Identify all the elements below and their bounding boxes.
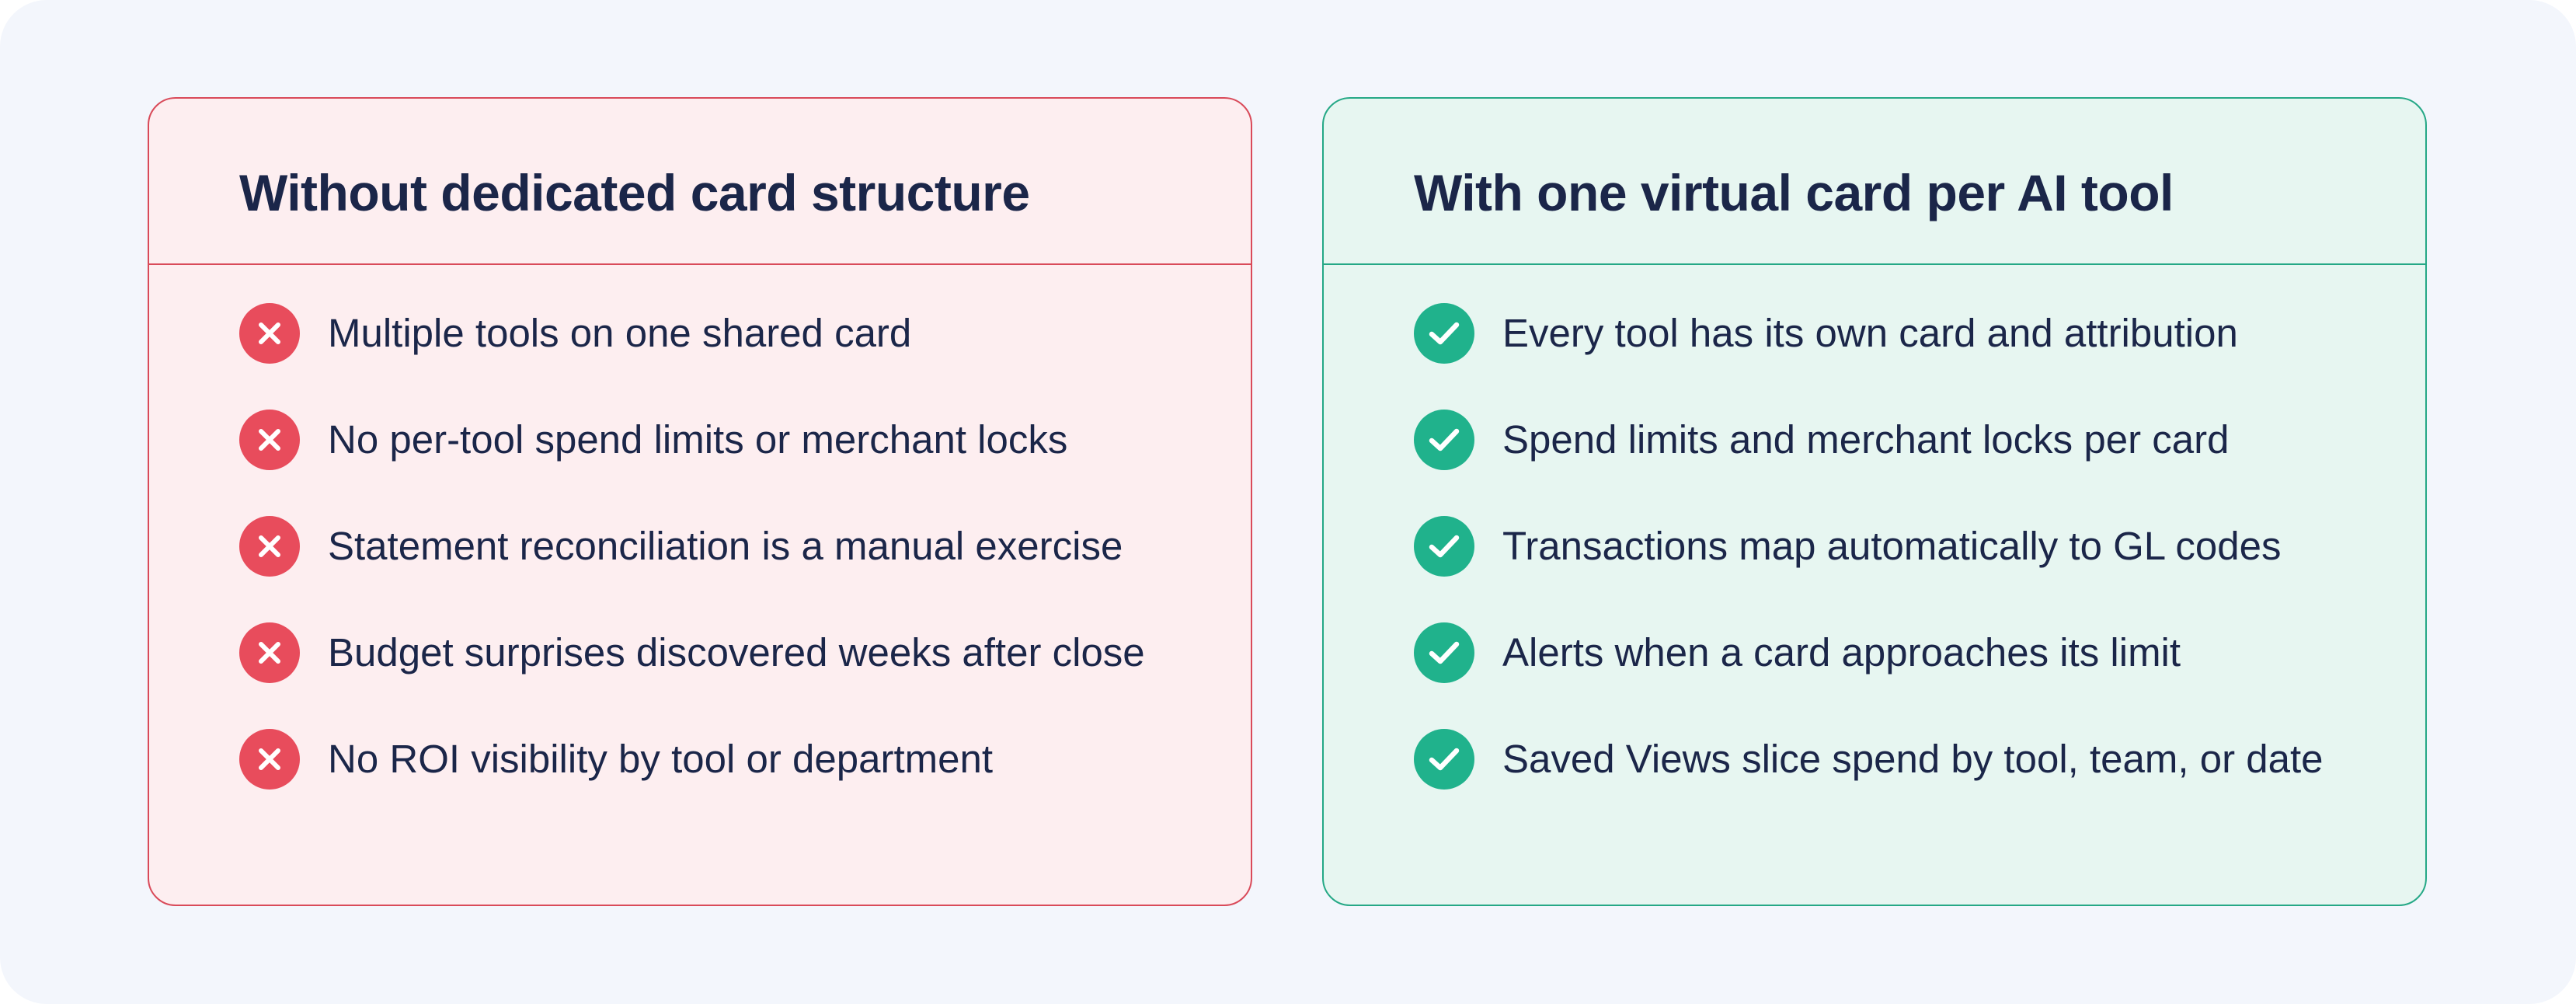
check-circle-icon	[1414, 728, 1474, 790]
list-item-text: Budget surprises discovered weeks after …	[328, 630, 1145, 675]
with-virtual-card-panel: With one virtual card per AI tool Every …	[1322, 97, 2427, 906]
list-item-text: Saved Views slice spend by tool, team, o…	[1502, 737, 2324, 781]
list-item: No ROI visibility by tool or department	[239, 706, 1145, 812]
list-item: No per-tool spend limits or merchant loc…	[239, 386, 1145, 493]
list-item: Budget surprises discovered weeks after …	[239, 599, 1145, 706]
list-item: Multiple tools on one shared card	[239, 280, 1145, 386]
list-item-text: Transactions map automatically to GL cod…	[1502, 524, 2282, 568]
without-panel-title: Without dedicated card structure	[239, 164, 1030, 221]
list-item: Saved Views slice spend by tool, team, o…	[1414, 706, 2323, 812]
check-circle-icon	[1414, 622, 1474, 683]
check-circle-icon	[1414, 302, 1474, 364]
x-circle-icon	[239, 515, 300, 577]
list-item-text: Statement reconciliation is a manual exe…	[328, 524, 1123, 568]
x-circle-icon	[239, 302, 300, 364]
list-item-text: Every tool has its own card and attribut…	[1502, 311, 2238, 355]
list-item: Alerts when a card approaches its limit	[1414, 599, 2323, 706]
with-items-list: Every tool has its own card and attribut…	[1414, 302, 2323, 812]
x-circle-icon	[239, 622, 300, 683]
check-circle-icon	[1414, 409, 1474, 470]
without-card-structure-panel: Without dedicated card structure Multipl…	[148, 97, 1252, 906]
x-circle-icon	[239, 728, 300, 790]
list-item-text: Multiple tools on one shared card	[328, 311, 912, 355]
with-panel-title: With one virtual card per AI tool	[1414, 164, 2174, 221]
list-item: Spend limits and merchant locks per card	[1414, 386, 2323, 493]
with-panel-header: With one virtual card per AI tool	[1324, 99, 2425, 265]
check-circle-icon	[1414, 515, 1474, 577]
list-item-text: No per-tool spend limits or merchant loc…	[328, 417, 1068, 462]
list-item-text: Spend limits and merchant locks per card	[1502, 417, 2230, 462]
list-item: Transactions map automatically to GL cod…	[1414, 493, 2323, 599]
without-panel-header: Without dedicated card structure	[149, 99, 1251, 265]
x-circle-icon	[239, 409, 300, 470]
list-item: Statement reconciliation is a manual exe…	[239, 493, 1145, 599]
without-items-list: Multiple tools on one shared card No per…	[239, 302, 1145, 812]
list-item-text: No ROI visibility by tool or department	[328, 737, 993, 781]
list-item-text: Alerts when a card approaches its limit	[1502, 630, 2181, 675]
list-item: Every tool has its own card and attribut…	[1414, 280, 2323, 386]
